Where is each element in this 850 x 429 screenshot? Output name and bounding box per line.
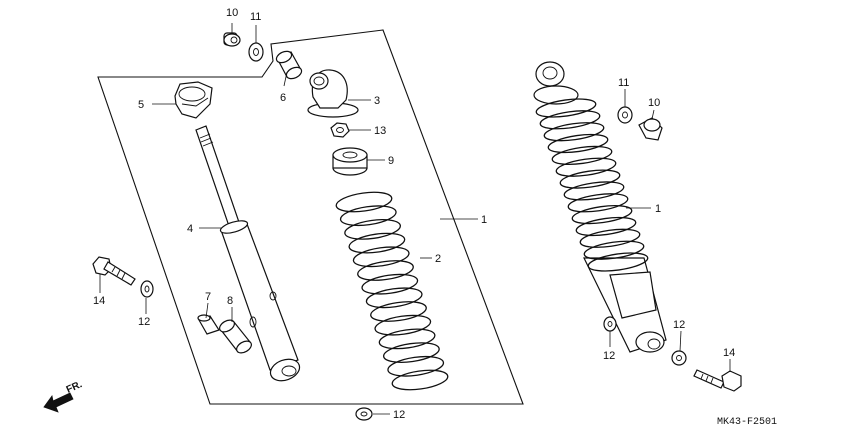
part-12-washer bbox=[140, 280, 154, 298]
callout-8: 8 bbox=[227, 295, 233, 307]
front-label: FR. bbox=[65, 379, 84, 396]
leader-lines bbox=[99, 23, 731, 415]
front-direction-indicator: FR. bbox=[43, 379, 84, 413]
part-11-washer-right bbox=[617, 106, 633, 124]
part-14-bolt-right bbox=[693, 369, 742, 392]
callout-12-bottom: 12 bbox=[393, 409, 405, 421]
part-11-washer bbox=[248, 42, 264, 62]
part-12-washer-right-b bbox=[671, 350, 687, 366]
callout-9: 9 bbox=[388, 155, 394, 167]
callout-7: 7 bbox=[205, 291, 211, 303]
callout-11: 11 bbox=[250, 11, 261, 23]
part-6-collar bbox=[275, 50, 303, 80]
callout-13: 13 bbox=[374, 125, 386, 137]
callout-12-right-a: 12 bbox=[603, 350, 615, 362]
callout-11-right: 11 bbox=[618, 77, 629, 89]
part-10-cap-nut-right bbox=[638, 117, 663, 141]
callout-1: 1 bbox=[481, 214, 487, 226]
callout-12: 12 bbox=[138, 316, 150, 328]
diagram-code: MK43-F2501 bbox=[717, 417, 777, 428]
callout-labels: 10 11 6 3 5 13 9 1 4 2 14 12 7 8 12 11 1… bbox=[93, 7, 735, 421]
part-14-bolt bbox=[92, 256, 136, 286]
callout-6: 6 bbox=[280, 92, 286, 104]
part-3-upper-joint bbox=[307, 69, 359, 118]
callout-14-right: 14 bbox=[723, 347, 735, 359]
callout-5: 5 bbox=[138, 99, 144, 111]
exploded-view-frame bbox=[97, 29, 524, 405]
part-2-coil-spring bbox=[335, 191, 449, 391]
part-12-washer-right-a bbox=[603, 316, 617, 332]
callout-10: 10 bbox=[226, 7, 238, 19]
part-13-lock-nut bbox=[330, 122, 350, 138]
part-9-stopper-rubber bbox=[332, 147, 368, 176]
callout-4: 4 bbox=[187, 223, 193, 235]
part-12-washer-bottom bbox=[355, 407, 373, 421]
callout-1-right: 1 bbox=[655, 203, 661, 215]
front-arrow-icon bbox=[43, 392, 74, 413]
part-5-adjuster bbox=[174, 81, 213, 119]
part-4-damper-unit bbox=[195, 125, 301, 382]
assembled-coil-spring bbox=[535, 98, 649, 272]
callout-12-right-b: 12 bbox=[673, 319, 685, 331]
part-10-cap-nut bbox=[223, 32, 241, 47]
callout-3: 3 bbox=[374, 95, 380, 107]
part-7-collar bbox=[197, 314, 220, 335]
callout-14: 14 bbox=[93, 295, 105, 307]
callout-10-right: 10 bbox=[648, 97, 660, 109]
part-8-bushing bbox=[219, 319, 252, 354]
callout-2: 2 bbox=[435, 253, 441, 265]
